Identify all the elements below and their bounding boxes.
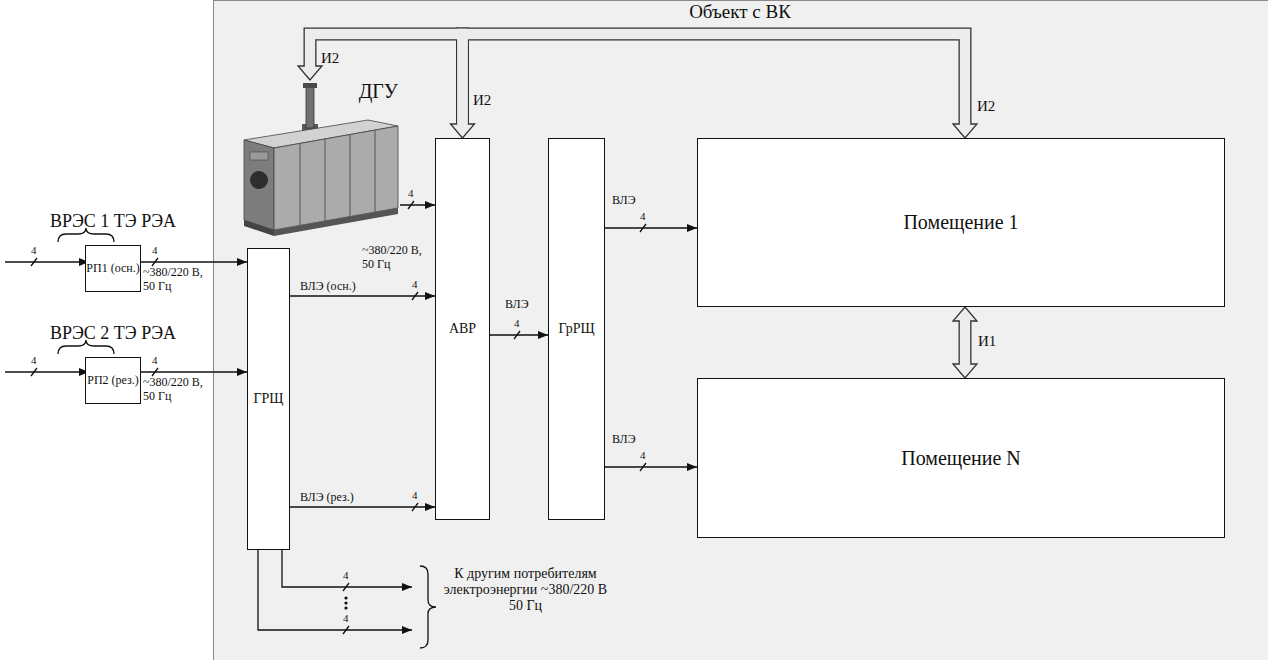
- link-label: ВЛЭ: [612, 433, 636, 447]
- interface-arrowhead: [953, 307, 977, 321]
- link-label: И2: [321, 50, 339, 67]
- power-line: [400, 204, 435, 205]
- interface-link: [463, 34, 966, 124]
- power-line: [490, 334, 548, 335]
- distribution-point-box: ВРЭС 2 ТЭ РЭАРП2 (рез.): [85, 357, 141, 404]
- transfer-switch: АВР: [435, 138, 490, 520]
- box-label: ГРЩ: [253, 391, 283, 407]
- heading-label: Объект с ВК: [689, 2, 791, 23]
- box-label: РП2 (рез.): [87, 374, 139, 388]
- wire-count: 4: [31, 244, 37, 257]
- room-box: Помещение 1: [697, 138, 1225, 307]
- box-label: Помещение 1: [903, 211, 1018, 234]
- facility-ground: [214, 1, 1268, 660]
- interface-arrowhead: [298, 66, 322, 80]
- wire-count: 4: [31, 354, 37, 367]
- interface-arrowhead: [953, 124, 977, 138]
- note-text: ~380/220 В, 50 Гц: [143, 376, 215, 404]
- feed-line: [5, 261, 89, 262]
- heading-label: ВРЭС 1 ТЭ РЭА: [50, 211, 176, 232]
- wire-count: 4: [152, 354, 158, 367]
- distribution-point-box: ВРЭС 1 ТЭ РЭАРП1 (осн.): [85, 245, 141, 292]
- power-line: [605, 466, 697, 467]
- box-label: Помещение N: [901, 447, 1021, 470]
- note-text: ~380/220 В, 50 Гц: [143, 266, 215, 294]
- link-label: ВЛЭ: [612, 194, 636, 208]
- generator-illustration: [240, 80, 400, 240]
- wire-count: 4: [152, 244, 158, 257]
- link-label: ВЛЭ (осн.): [300, 280, 356, 294]
- heading-label: ДГУ: [359, 80, 398, 103]
- ellipsis-dots: [344, 596, 347, 609]
- power-line: [290, 295, 435, 296]
- note-text: К другим потребителям электроэнергии ~38…: [438, 566, 613, 614]
- facility-region: Объект с ВК ДГУ ГРЩ АВР ГрРЩ Помещение 1 Помещ…: [213, 0, 1268, 660]
- power-line: [141, 371, 247, 372]
- wire-count: 4: [343, 612, 349, 625]
- wire-count: 4: [514, 317, 520, 330]
- interface-link: [310, 34, 463, 126]
- power-line: [141, 261, 247, 262]
- interface-link: [960, 319, 970, 366]
- wire-count: 4: [343, 569, 349, 582]
- note-text: ~380/220 В, 50 Гц: [362, 244, 434, 272]
- wire-count: 4: [640, 449, 646, 462]
- interface-arrowhead: [953, 364, 977, 378]
- wire-count: 4: [412, 278, 418, 291]
- consumer-line: [282, 550, 412, 587]
- interface-link: [310, 34, 463, 124]
- group-bracket: [420, 566, 436, 648]
- group-switchboard: ГрРЩ: [548, 138, 605, 520]
- power-line: [605, 227, 697, 228]
- wire-count: 4: [408, 187, 414, 200]
- power-line: [290, 506, 435, 507]
- link-label: ВЛЭ (рез.): [300, 491, 354, 505]
- interface-link: [463, 34, 966, 126]
- wire-count: 4: [412, 489, 418, 502]
- diesel-generator: ДГУ: [240, 80, 400, 240]
- wire-count: И2: [473, 92, 491, 109]
- link-label: И1: [978, 333, 996, 350]
- link-label: И2: [977, 98, 995, 115]
- link-label: ВЛЭ: [505, 298, 529, 312]
- box-label: РП1 (осн.): [86, 262, 139, 276]
- room-box: Помещение N: [697, 378, 1225, 538]
- box-label: ГрРЩ: [558, 321, 594, 337]
- interface-arrowhead: [451, 124, 475, 138]
- consumer-line: [258, 550, 412, 630]
- heading-label: ВРЭС 2 ТЭ РЭА: [50, 323, 176, 344]
- wire-count: 4: [640, 210, 646, 223]
- main-switchboard: ГРЩ: [247, 248, 290, 550]
- box-label: АВР: [449, 321, 476, 337]
- feed-line: [5, 371, 89, 372]
